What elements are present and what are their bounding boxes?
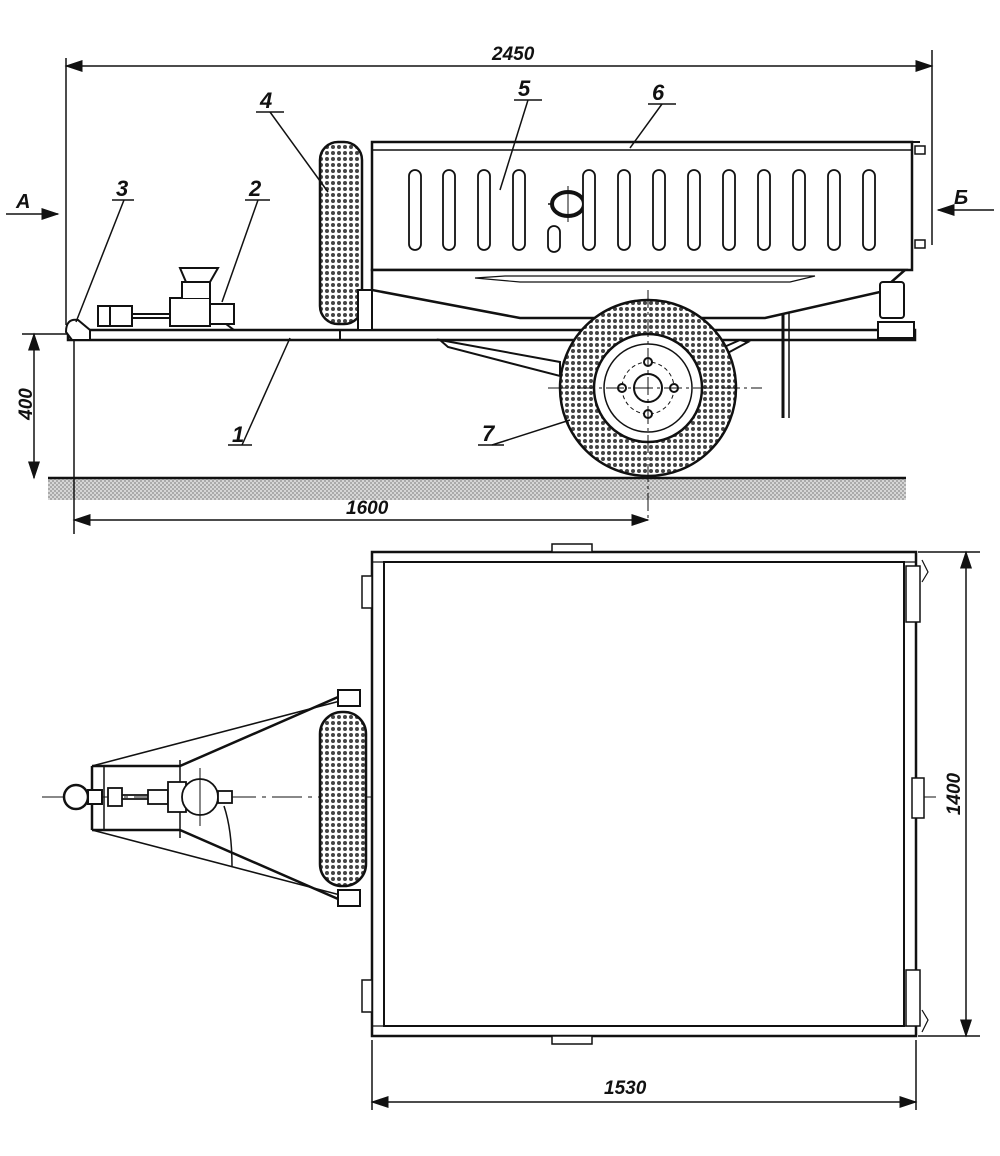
part-number-tow-hitch: 3 xyxy=(116,176,128,201)
dim-body-length: 1530 xyxy=(604,1078,647,1099)
callout-leaders xyxy=(75,99,676,446)
spare-wheel-top xyxy=(318,710,368,888)
tow-hitch xyxy=(64,318,91,341)
engine-unit xyxy=(97,267,235,331)
view-marker-rear: Б xyxy=(954,187,968,209)
dim-body-width: 1400 xyxy=(944,772,965,815)
dimension-lines-side xyxy=(6,50,994,534)
drawbar-frame xyxy=(90,689,361,907)
part-number-spare-wheel: 4 xyxy=(259,88,272,113)
dimension-lines-top xyxy=(370,550,980,1110)
part-number-frame: 1 xyxy=(232,422,244,447)
dim-overall-length: 2450 xyxy=(491,44,535,65)
hitch-ball-top xyxy=(62,783,103,811)
dim-hitch-to-axle: 1600 xyxy=(346,498,389,519)
top-view xyxy=(42,543,980,1110)
part-number-engine-unit: 2 xyxy=(248,176,262,201)
cargo-body-top xyxy=(361,543,929,1045)
part-number-cargo-body: 5 xyxy=(518,76,531,101)
spare-wheel xyxy=(318,140,364,326)
view-marker-front: А xyxy=(15,191,30,213)
dim-hitch-height: 400 xyxy=(16,388,37,421)
engine-unit-top xyxy=(107,768,233,867)
body-ribs xyxy=(408,169,876,253)
part-number-body-rim: 6 xyxy=(652,80,665,105)
ground-surface xyxy=(48,476,906,500)
part-number-road-wheel: 7 xyxy=(482,421,496,446)
cargo-body xyxy=(357,140,926,331)
road-wheel xyxy=(548,290,762,520)
side-view xyxy=(6,50,994,534)
